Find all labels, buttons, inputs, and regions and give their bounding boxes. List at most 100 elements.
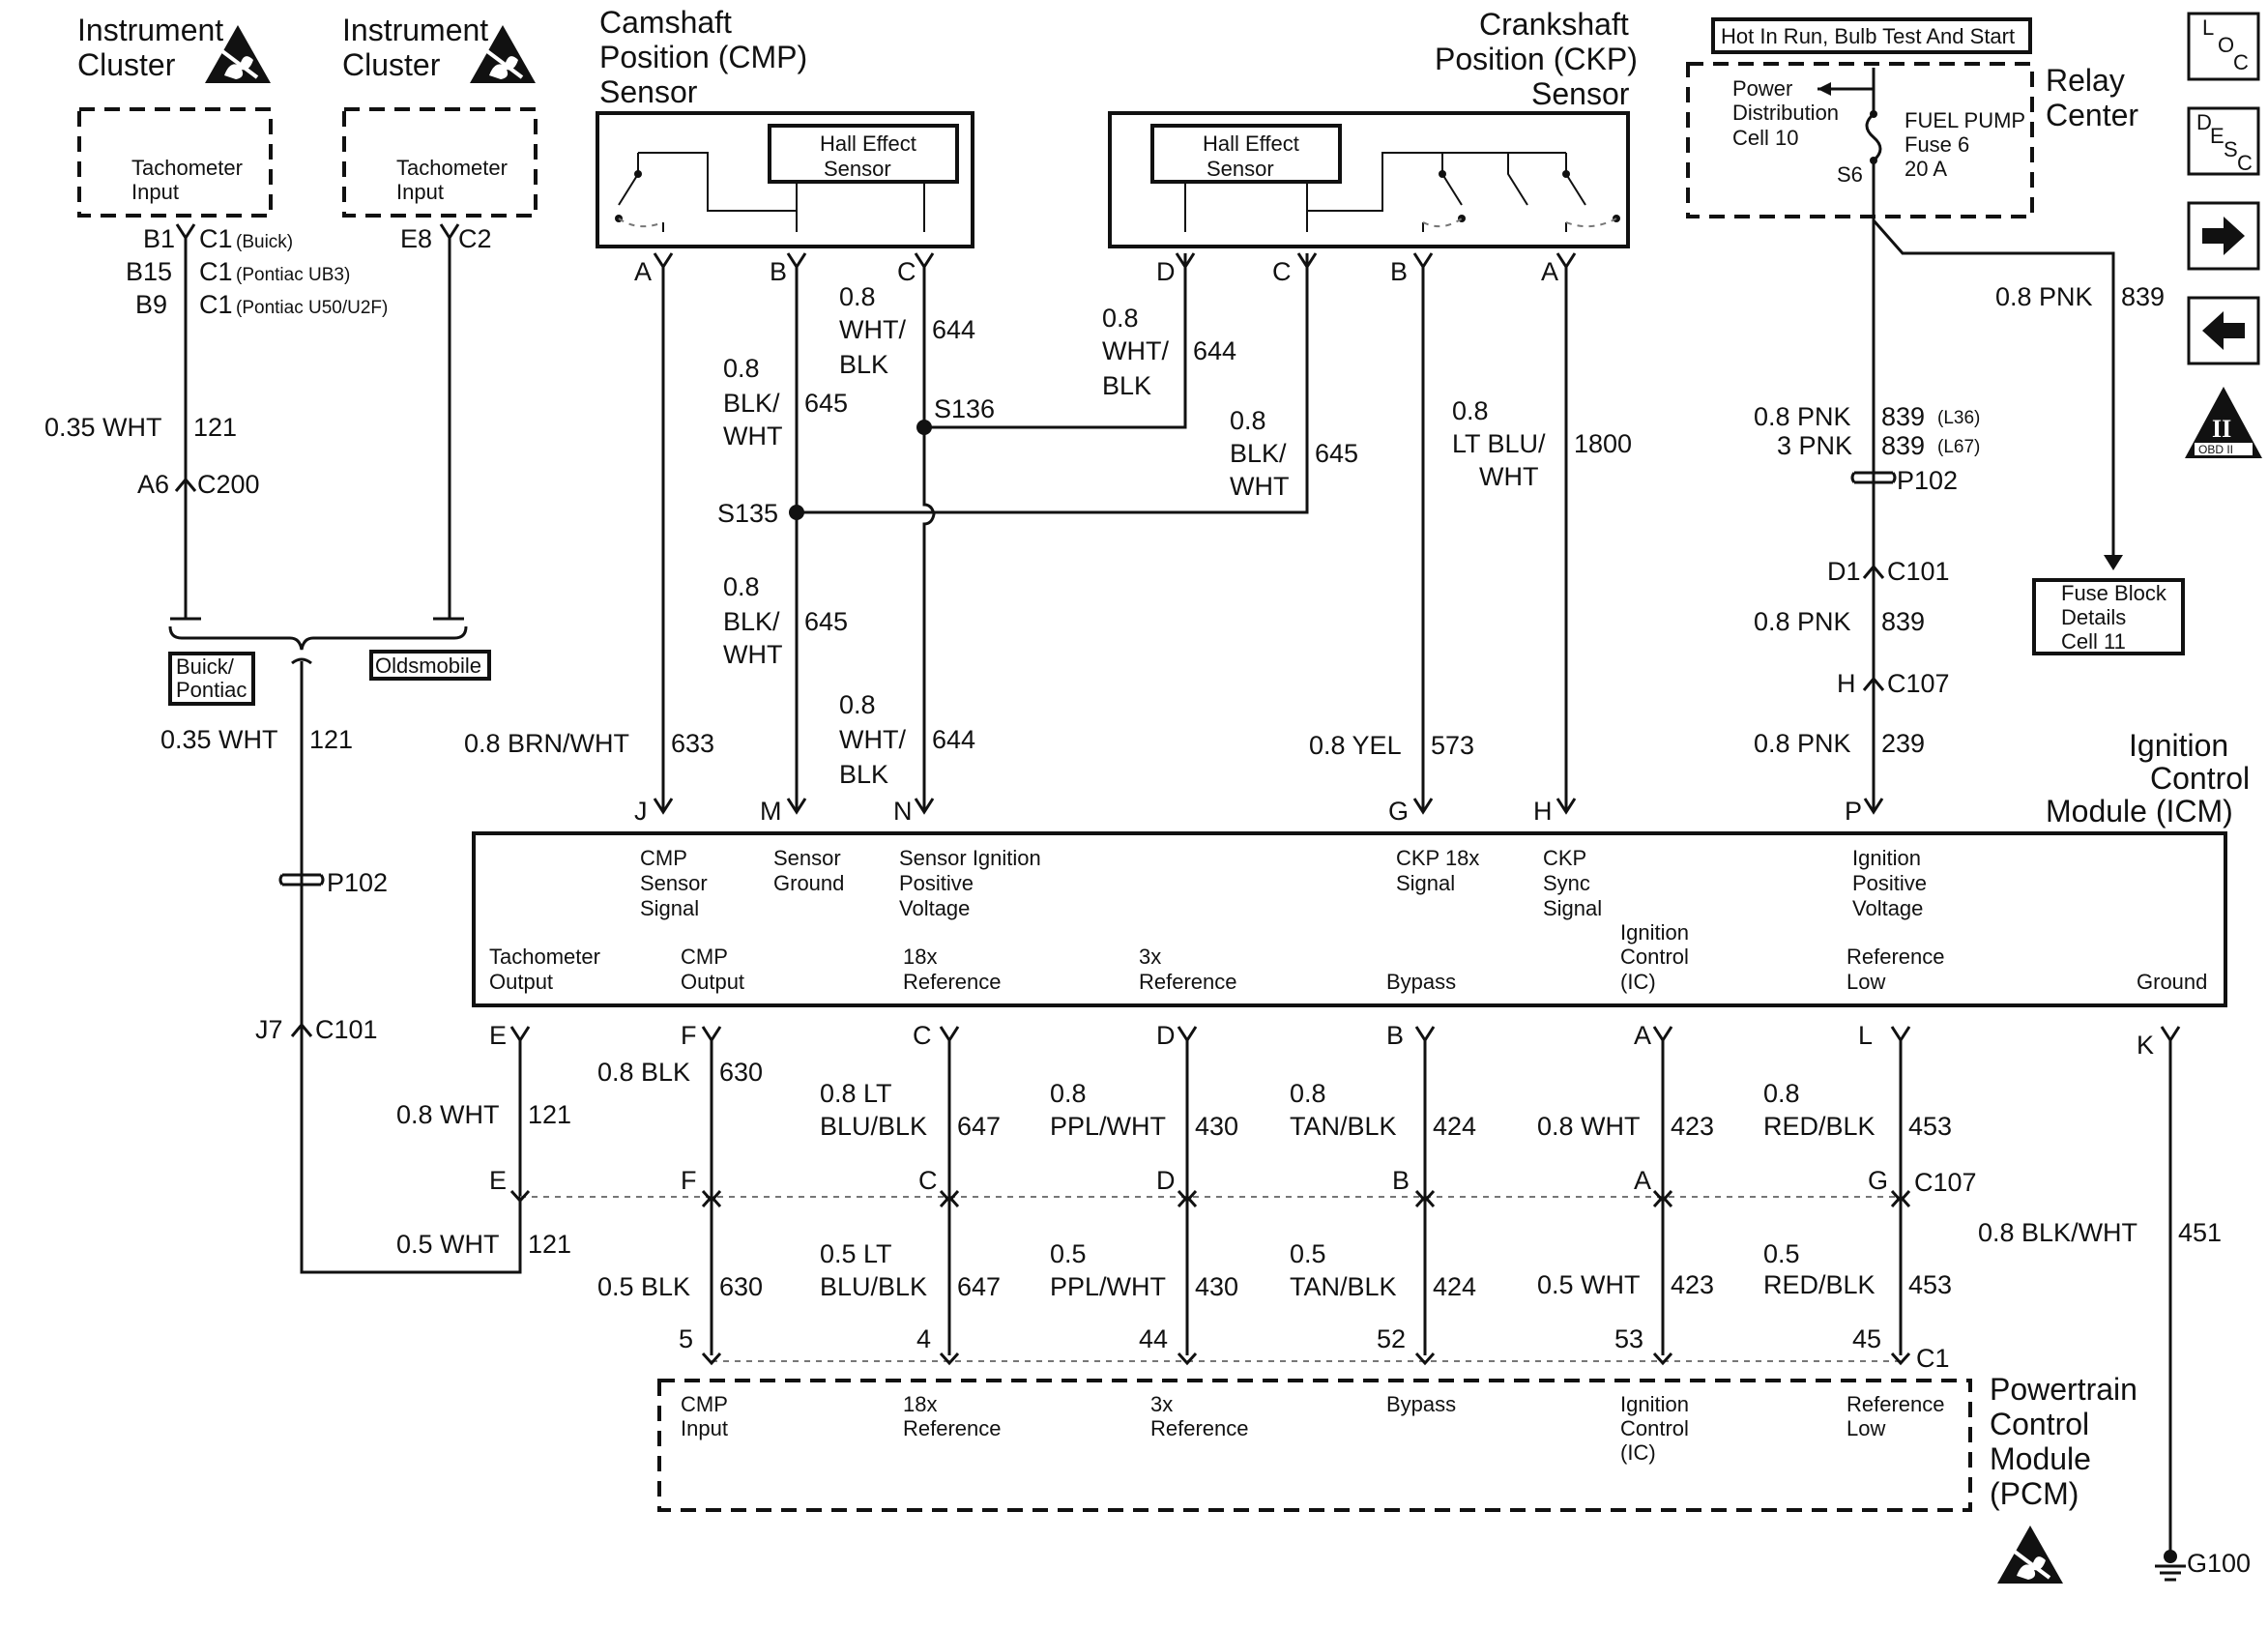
- svg-text:3x: 3x: [1139, 945, 1161, 969]
- c107-pin-a: A: [1634, 1166, 1651, 1195]
- w647a-circuit: 647: [957, 1112, 1001, 1141]
- cluster-conn-c1c: C1: [199, 290, 233, 319]
- svg-text:Reference: Reference: [903, 970, 1002, 994]
- w839b-circuit: 839: [1881, 402, 1925, 431]
- svg-text:Ignition: Ignition: [1620, 1392, 1689, 1416]
- icm-pin-a: A: [1634, 1021, 1651, 1050]
- icm-pin-p: P: [1845, 797, 1862, 826]
- pcm-pin-52: 52: [1377, 1324, 1406, 1353]
- w633-circuit: 633: [671, 729, 714, 758]
- obd-roman: II: [2212, 415, 2231, 443]
- ckp-pin-a: A: [1541, 257, 1558, 286]
- cluster-conn-c1: C1: [199, 224, 233, 253]
- wire-121-olds: [439, 223, 460, 619]
- w423a-circuit: 423: [1671, 1112, 1714, 1141]
- w424b-circuit: 424: [1433, 1272, 1476, 1301]
- w645a-1: 0.8: [723, 354, 760, 383]
- svg-text:Sensor Ignition: Sensor Ignition: [899, 846, 1041, 870]
- relay-title-2: Center: [2046, 98, 2138, 132]
- w644c-3: BLK: [1102, 371, 1151, 400]
- cmp-hall-box: [768, 124, 959, 184]
- relay-fuse-1: FUEL PUMP: [1905, 108, 2025, 132]
- pcm-pin-45: 45: [1852, 1324, 1881, 1353]
- w645c-circuit: 645: [1315, 439, 1358, 468]
- cmp-wires: [653, 252, 936, 812]
- pcm-box: [657, 1379, 1972, 1512]
- conn-p102-right: P102: [1897, 466, 1958, 495]
- arrow-left-icon: [1817, 82, 1831, 96]
- w239-circuit: 239: [1881, 729, 1925, 758]
- c107-pin-c: C: [918, 1166, 938, 1195]
- c107-pin-e: E: [489, 1166, 507, 1195]
- w121d-circuit: 121: [528, 1230, 571, 1259]
- relay-fuse-pin: S6: [1837, 162, 1863, 187]
- w644c-2: WHT/: [1102, 336, 1169, 365]
- wire-839-main: [1863, 217, 1884, 815]
- cluster1-input-1: Tachometer: [131, 156, 243, 180]
- w647b-1: 0.5 LT: [820, 1239, 892, 1268]
- cluster2-box: [342, 107, 538, 218]
- ckp-hall-1: Hall Effect: [1203, 131, 1299, 156]
- ground-g100: G100: [2187, 1549, 2251, 1578]
- relay-pd-1: Power: [1732, 76, 1792, 101]
- conn-h: H: [1837, 669, 1856, 698]
- cmp-hall-2: Sensor: [824, 157, 891, 181]
- cluster-pin-b9: B9: [135, 290, 167, 319]
- icm-title-2: Control: [2150, 761, 2250, 796]
- relay-header-box: [1711, 17, 2032, 54]
- instrument-cluster-2: Instrument Cluster Tachometer Input: [342, 13, 538, 218]
- svg-text:Positive: Positive: [899, 871, 974, 895]
- svg-text:Signal: Signal: [1396, 871, 1455, 895]
- svg-text:(IC): (IC): [1620, 970, 1656, 994]
- svg-text:Sensor: Sensor: [773, 846, 841, 870]
- c107-pin-f: F: [681, 1166, 697, 1195]
- w839c-circuit: 839: [1881, 431, 1925, 460]
- nav-forward-button[interactable]: [2187, 201, 2260, 271]
- svg-text:Ignition: Ignition: [1620, 920, 1689, 945]
- svg-text:L: L: [2202, 15, 2214, 40]
- cluster2-title-2: Cluster: [342, 47, 441, 82]
- svg-text:Control: Control: [1620, 945, 1689, 969]
- w633-color: 0.8 BRN/WHT: [464, 729, 629, 758]
- obd-ii-badge: II OBD II: [2185, 387, 2262, 458]
- relay-center-box: [1686, 62, 2034, 218]
- pcm-pin-5: 5: [679, 1324, 693, 1353]
- cluster-conn-c2: C2: [458, 224, 492, 253]
- relay-center: Hot In Run, Bulb Test And Start Relay Ce…: [1686, 17, 2138, 218]
- cluster-pin-b15: B15: [126, 257, 172, 286]
- icm-pin-m: M: [760, 797, 782, 826]
- w1800-2: LT BLU/: [1452, 429, 1546, 458]
- fuse-block-3: Cell 11: [2061, 629, 2126, 654]
- relay-header: Hot In Run, Bulb Test And Start: [1721, 24, 2015, 48]
- icm-bottom-labels: Tachometer Output CMP Output 18x Referen…: [489, 920, 2207, 994]
- cmp-pin-b: B: [770, 257, 787, 286]
- w453b-2: RED/BLK: [1763, 1270, 1875, 1299]
- svg-text:Sensor: Sensor: [640, 871, 708, 895]
- nav-desc-button[interactable]: D E S C: [2187, 106, 2260, 176]
- relay-fuse-3: 20 A: [1905, 157, 1947, 181]
- w430a-1: 0.8: [1050, 1079, 1087, 1108]
- w453b-1: 0.5: [1763, 1239, 1800, 1268]
- splice-s135: S135: [717, 499, 778, 528]
- conn-c200: C200: [197, 470, 260, 499]
- svg-text:Positive: Positive: [1852, 871, 1927, 895]
- cmp-title-1: Camshaft: [599, 5, 732, 40]
- conn-a6: A6: [137, 470, 169, 499]
- nav-loc-button[interactable]: L O C: [2187, 12, 2260, 81]
- ckp-title-1: Crankshaft: [1479, 7, 1629, 42]
- w839d-color: 0.8 PNK: [1754, 607, 1851, 636]
- cmp-pin-a: A: [634, 257, 652, 286]
- svg-text:Output: Output: [681, 970, 744, 994]
- nav-back-button[interactable]: [2187, 296, 2260, 365]
- arrow-left-icon: [2202, 311, 2245, 350]
- svg-text:(IC): (IC): [1620, 1440, 1656, 1465]
- svg-text:S: S: [2224, 137, 2238, 161]
- w645c-2: BLK/: [1230, 439, 1287, 468]
- svg-text:Reference: Reference: [1846, 1392, 1945, 1416]
- option-bracket: [168, 625, 468, 651]
- ckp-pin-b: B: [1390, 257, 1408, 286]
- svg-text:CKP 18x: CKP 18x: [1396, 846, 1479, 870]
- cmp-sensor: Camshaft Position (CMP) Sensor Hall Effe…: [596, 5, 974, 248]
- w645b-circuit: 645: [804, 607, 848, 636]
